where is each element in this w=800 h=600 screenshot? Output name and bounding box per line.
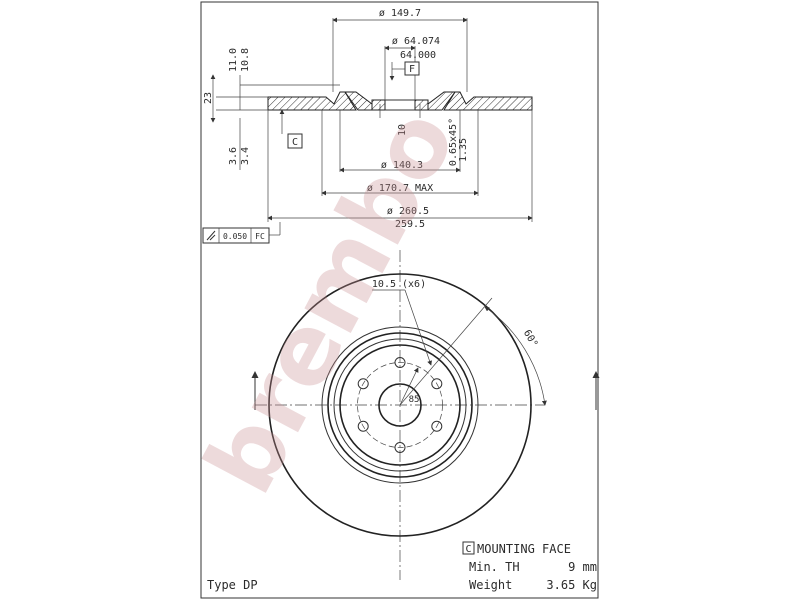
dim-chamfer: 0.65x45°: [448, 118, 459, 166]
flatness-tolerance-frame: 0.050 FC: [202, 222, 281, 244]
tolerance-datum: FC: [255, 232, 265, 241]
right-friction-ring: [443, 91, 533, 111]
dim-3-4: 3.4: [240, 147, 251, 165]
weight-label: Weight: [469, 578, 512, 592]
drawing-frame: [200, 1, 599, 599]
tolerance-value: 0.050: [223, 232, 247, 241]
mounting-face-label: MOUNTING FACE: [477, 542, 571, 556]
dim-dia-140-3: ø 140.3: [381, 160, 423, 171]
center-bore: [378, 383, 422, 427]
pcd-label: 85: [409, 395, 420, 405]
weight-value: 3.65 Kg: [546, 578, 597, 592]
front-view: 10.5 (x6) 85 60°: [251, 250, 600, 580]
dim-dia-149-7: ø 149.7: [379, 8, 421, 19]
min-th-label: Min. TH: [469, 560, 520, 574]
dim-dia-170-7: ø 170.7 MAX: [367, 183, 433, 194]
hub-flange-right: [414, 99, 429, 111]
dim-dia-64-074: ø 64.074: [392, 36, 440, 47]
dim-3-6: 3.6: [228, 147, 239, 165]
hub-flange-left: [371, 99, 386, 111]
min-th-value: 9 mm: [568, 560, 597, 574]
datum-f: F: [409, 64, 415, 75]
dim-23: 23: [203, 92, 214, 104]
info-block: C MOUNTING FACE Min. TH 9 mm Weight 3.65…: [207, 541, 597, 592]
mounting-face-datum: C: [465, 544, 471, 555]
hole-callout: 10.5 (x6): [372, 279, 426, 290]
type-label: Type DP: [207, 578, 258, 592]
left-friction-ring: [267, 91, 357, 111]
dim-1-35: 1.35: [458, 138, 469, 162]
dim-259-5: 259.5: [395, 219, 425, 230]
angle-60: 60°: [521, 328, 540, 349]
dim-dia-260-5: ø 260.5: [387, 206, 429, 217]
dim-64-000: 64.000: [400, 50, 436, 61]
dim-11-0: 11.0: [228, 48, 239, 72]
dim-10-8: 10.8: [240, 48, 251, 72]
dim-10: 10: [397, 124, 408, 136]
datum-c: C: [292, 137, 298, 148]
cross-section-view: ø 149.7 ø 64.074 64.000 F 11.0 10.8 23 3…: [203, 8, 533, 230]
runout-icon: [206, 230, 216, 241]
